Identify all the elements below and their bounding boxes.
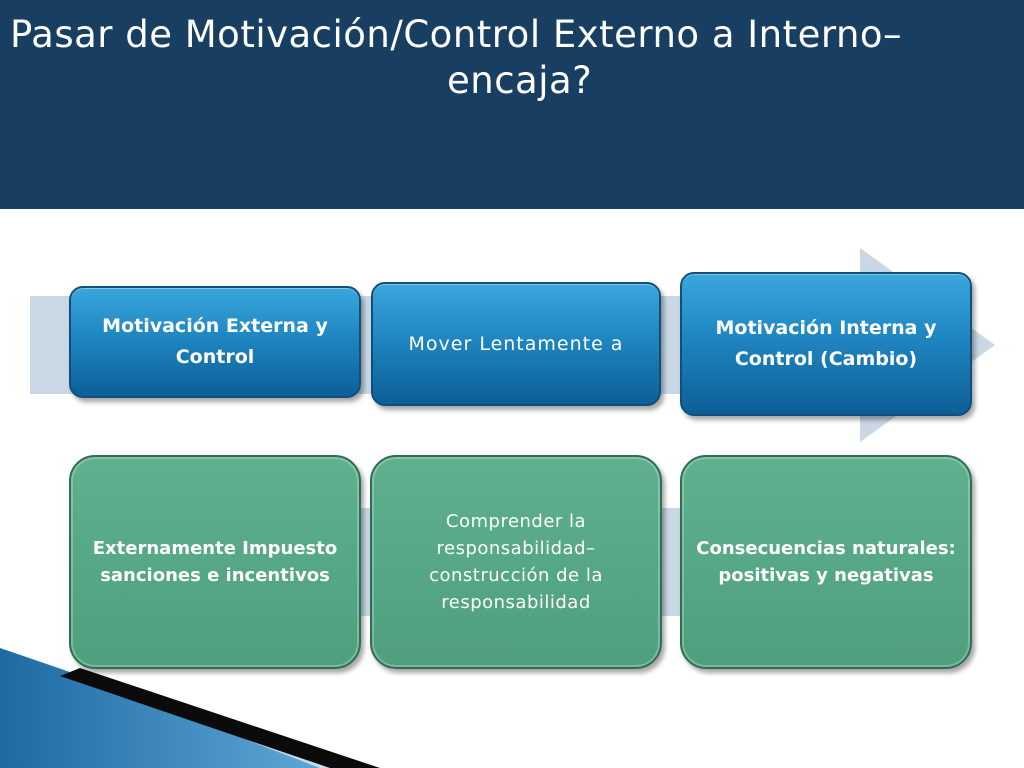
box-natural-consequences: Consecuencias naturales: positivas y neg… xyxy=(680,455,972,669)
title-line-2: encaja? xyxy=(447,59,593,102)
box-understand-responsibility-label: Comprender la responsabilidad–construcci… xyxy=(429,511,603,613)
box-natural-consequences-label: Consecuencias naturales: positivas y neg… xyxy=(696,538,956,586)
box-external-motivation: Motivación Externa y Control xyxy=(69,286,361,398)
box-move-slowly-label: Mover Lentamente a xyxy=(408,332,624,355)
box-understand-responsibility: Comprender la responsabilidad–construcci… xyxy=(370,455,662,669)
title-bar xyxy=(0,0,1024,209)
slide-title: Pasar de Motivación/Control Externo a In… xyxy=(10,12,1010,104)
title-line-1: Pasar de Motivación/Control Externo a In… xyxy=(10,13,903,56)
box-external-sanctions-label: Externamente Impuesto sanciones e incent… xyxy=(92,538,338,586)
box-external-motivation-label: Motivación Externa y Control xyxy=(102,315,328,368)
box-move-slowly: Mover Lentamente a xyxy=(371,282,661,406)
box-internal-motivation: Motivación Interna y Control (Cambio) xyxy=(680,272,972,416)
box-external-sanctions: Externamente Impuesto sanciones e incent… xyxy=(69,455,361,669)
box-internal-motivation-label: Motivación Interna y Control (Cambio) xyxy=(715,317,937,370)
corner-swoosh-black xyxy=(60,668,380,768)
